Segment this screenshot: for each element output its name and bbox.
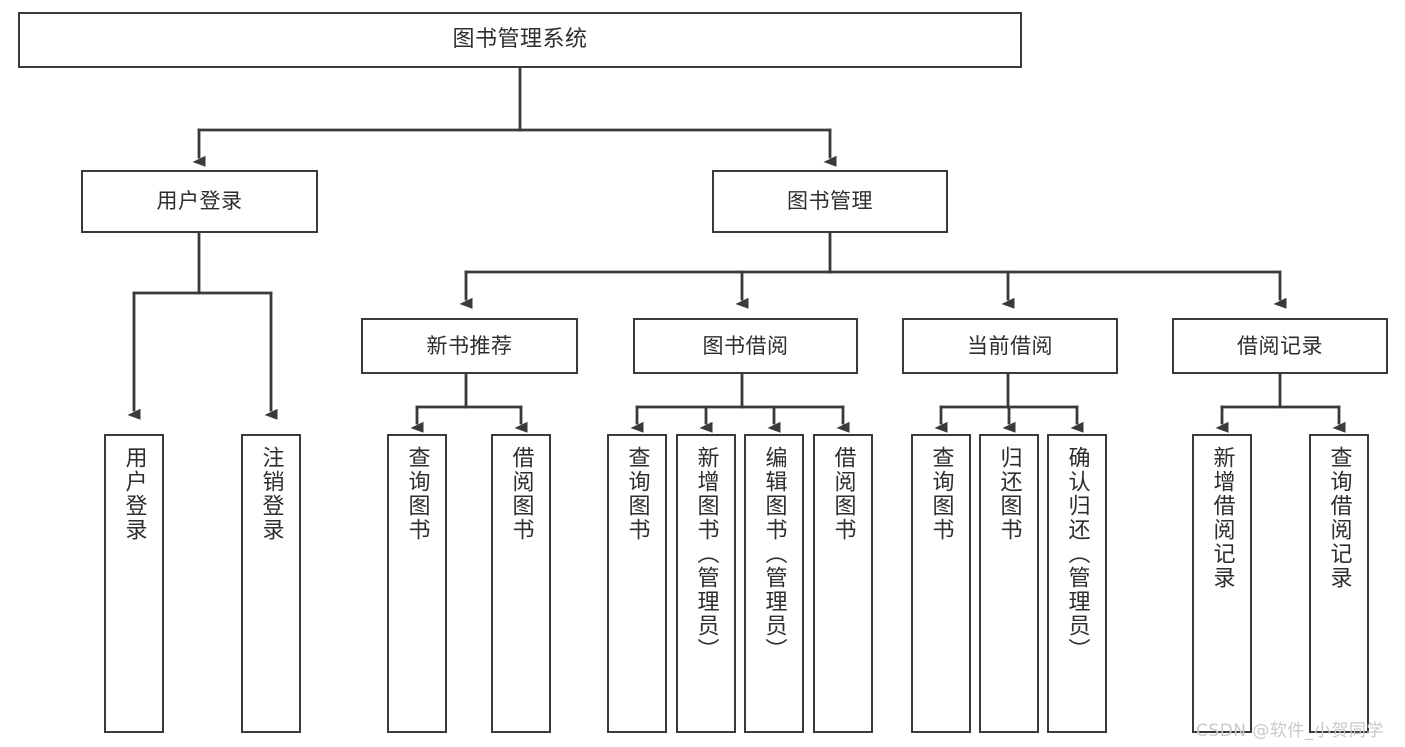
leaf-query-record[interactable]: 查询借阅记录 [1309,434,1369,733]
leaf-query-book-1[interactable]: 查询图书 [387,434,447,733]
leaf-confirm-return[interactable]: 确认归还（管理员） [1047,434,1107,733]
node-label: 新增图书（管理员） [693,446,719,662]
node-label: 归还图书 [996,446,1022,542]
node-current-borrow[interactable]: 当前借阅 [902,318,1118,374]
leaf-add-record[interactable]: 新增借阅记录 [1192,434,1252,733]
node-label: 借阅图书 [508,446,534,542]
leaf-return-book[interactable]: 归还图书 [979,434,1039,733]
node-label: 图书借阅 [702,333,789,358]
leaf-borrow-book-1[interactable]: 借阅图书 [491,434,551,733]
node-book-manage[interactable]: 图书管理 [712,170,948,233]
node-book-borrow[interactable]: 图书借阅 [633,318,858,374]
node-label: 查询借阅记录 [1326,446,1352,590]
node-label: 图书管理 [787,189,873,214]
node-label: 借阅记录 [1237,333,1323,358]
node-label: 注销登录 [258,446,284,542]
node-label: 确认归还（管理员） [1064,446,1090,662]
leaf-user-login[interactable]: 用户登录 [104,434,164,733]
leaf-edit-book[interactable]: 编辑图书（管理员） [744,434,804,733]
csdn-watermark: CSDN @软件_小贺同学 [1196,721,1384,741]
node-user-login[interactable]: 用户登录 [81,170,318,233]
node-label: 查询图书 [624,446,650,542]
node-label: 图书管理系统 [452,27,588,53]
node-borrow-record[interactable]: 借阅记录 [1172,318,1388,374]
node-label: 新增借阅记录 [1209,446,1235,590]
node-label: 查询图书 [928,446,954,542]
node-label: 借阅图书 [830,446,856,542]
node-label: 新书推荐 [426,333,513,358]
node-label: 编辑图书（管理员） [761,446,787,662]
node-label: 用户登录 [156,189,243,214]
leaf-add-book[interactable]: 新增图书（管理员） [676,434,736,733]
node-label: 查询图书 [404,446,430,542]
node-label: 当前借阅 [967,333,1053,358]
node-label: 用户登录 [121,446,147,542]
leaf-query-book-3[interactable]: 查询图书 [911,434,971,733]
leaf-user-logout[interactable]: 注销登录 [241,434,301,733]
node-root-system[interactable]: 图书管理系统 [18,12,1022,68]
node-new-book-rec[interactable]: 新书推荐 [361,318,578,374]
leaf-borrow-book-2[interactable]: 借阅图书 [813,434,873,733]
leaf-query-book-2[interactable]: 查询图书 [607,434,667,733]
